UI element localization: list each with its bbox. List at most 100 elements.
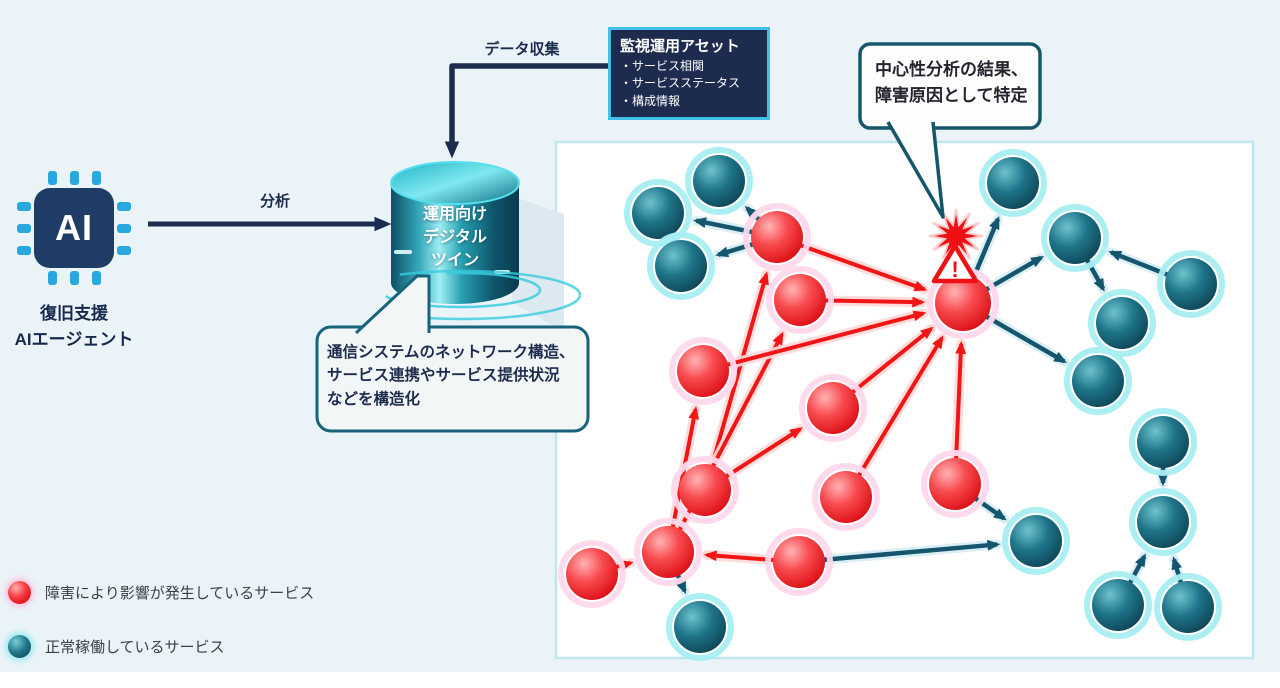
asset-box-item: ・サービスステータス [620,76,741,91]
analysis-callout-text: 中心性分析の結果、 障害原因として特定 [875,57,1035,110]
chip-pin [92,271,101,285]
edge-R1-R5 [793,241,928,292]
callout-line1: 中心性分析の結果、 [875,60,1028,79]
service-node-T2-normal [693,155,745,207]
service-node-T4-normal [987,157,1039,209]
chip-pin [117,202,131,211]
edge-R7-R5 [853,335,944,483]
service-node-T12-normal [1137,496,1189,548]
service-node-glow-R9 [634,518,702,586]
legend-item-failure: 障害により影響が発生しているサービス [8,580,314,604]
service-node-glow-T8 [1064,347,1132,415]
asset-box-title: 監視運用アセット [620,38,740,55]
edge-R4-R5 [845,326,934,399]
service-node-glow-T3 [647,232,715,300]
service-node-glow-T12 [1129,488,1197,556]
service-node-glow-T4 [979,149,1047,217]
service-node-glow-R10 [558,540,626,608]
failure-burst-icon [928,208,984,264]
service-node-T10-normal [1010,515,1062,567]
service-node-R11-failure [773,536,825,588]
cylinder-shadow [512,196,564,332]
service-node-glow-R11 [765,528,833,596]
edge-R11-T10 [816,539,1001,563]
service-node-glow-R4 [799,374,867,442]
service-node-glow-T10 [1002,507,1070,575]
ai-caption-line1: 復旧支援 [40,304,108,323]
analysis-callout-box [858,42,1042,219]
legend-label: 障害により影響が発生しているサービス [45,584,315,602]
service-node-R7-failure [820,471,872,523]
callout-line2: 障害原因として特定 [875,86,1028,106]
edge-R8-R5 [953,340,967,467]
service-node-T3-normal [655,240,707,292]
ripple-arc [342,269,582,321]
service-node-R3-failure [677,345,729,397]
chip-pin [48,171,57,185]
analysis-arrow-label: 分析 [259,193,290,210]
service-node-glow-R6 [671,456,739,524]
service-node-T11-normal [1137,416,1189,468]
service-node-T13-normal [1092,579,1144,631]
diagram-graphics: ! [148,42,1255,661]
digital-twin-label: 運用向け デジタル ツイン [393,203,517,273]
failure-service-dot [8,580,31,604]
service-node-glow-T9 [666,593,734,661]
service-node-glow-T6 [1157,250,1225,318]
ai-chip-label: AI [55,207,93,248]
chip-pin [17,224,31,233]
note-line1: 通信システムのネットワーク構造、 [327,344,575,361]
service-node-glow-R2 [766,266,834,334]
failure-origin-marker: ! [928,208,984,284]
asset-box-item: ・構成情報 [620,93,681,108]
service-node-glow-R7 [812,463,880,531]
service-node-T7-normal [1096,297,1148,349]
service-node-R9-failure [642,526,694,578]
service-node-glow-R3 [669,337,737,405]
service-node-glow-T13 [1084,571,1152,639]
edge-R6-R1 [708,271,769,474]
service-node-R8-failure [929,458,981,510]
service-network [558,147,1225,661]
chip-pin [70,171,79,185]
edge-R3-R5 [719,310,927,369]
service-node-T8-normal [1072,355,1124,407]
service-node-glow-T2 [685,147,753,215]
note-line2: サービス連携やサービス提供状況 [327,367,560,385]
chip-pin [17,202,31,211]
service-node-glow-R1 [743,203,811,271]
service-node-T6-normal [1165,258,1217,310]
ripple-arc [378,271,542,309]
legend-item-normal: 正常稼働しているサービス [8,634,314,658]
service-node-glow-T7 [1088,289,1156,357]
edge-R5-T8 [979,311,1068,364]
twin-label-line3: ツイン [430,252,479,270]
service-node-T5-normal [1049,212,1101,264]
legend: 障害により影響が発生しているサービス 正常稼働しているサービス [8,580,314,688]
service-node-R2-failure [774,274,826,326]
data-collection-arrow [444,63,608,159]
service-node-R10-failure [566,548,618,600]
twin-label-line1: 運用向け [422,206,487,223]
ai-caption-line2: AIエージェント [14,330,134,350]
warning-exclamation: ! [951,257,958,282]
twin-label-line2: デジタル [423,229,487,247]
structure-note-text: 通信システムのネットワーク構造、 サービス連携やサービス提供状況 などを構造化 [327,341,579,411]
chip-pin [117,246,131,255]
normal-service-dot [8,634,31,658]
service-node-glow-T5 [1041,204,1109,272]
legend-label: 正常稼働しているサービス [45,638,225,656]
service-node-T14-normal [1162,581,1214,633]
chip-pin [48,271,57,285]
chip-pin [92,171,101,185]
ai-chip-icon: AI [17,171,131,285]
service-node-glow-T11 [1129,408,1197,476]
chip-pin [70,271,79,285]
edge-R2-R5 [817,296,926,308]
chip-pin [17,246,31,255]
service-node-R4-failure [807,382,859,434]
diagram-stage: ! AI [0,0,1280,672]
ai-agent-caption: 復旧支援 AIエージェント [0,301,156,354]
monitoring-asset-box: 監視運用アセット ・サービス相関 ・サービスステータス ・構成情報 [608,27,770,121]
service-node-T9-normal [674,601,726,653]
